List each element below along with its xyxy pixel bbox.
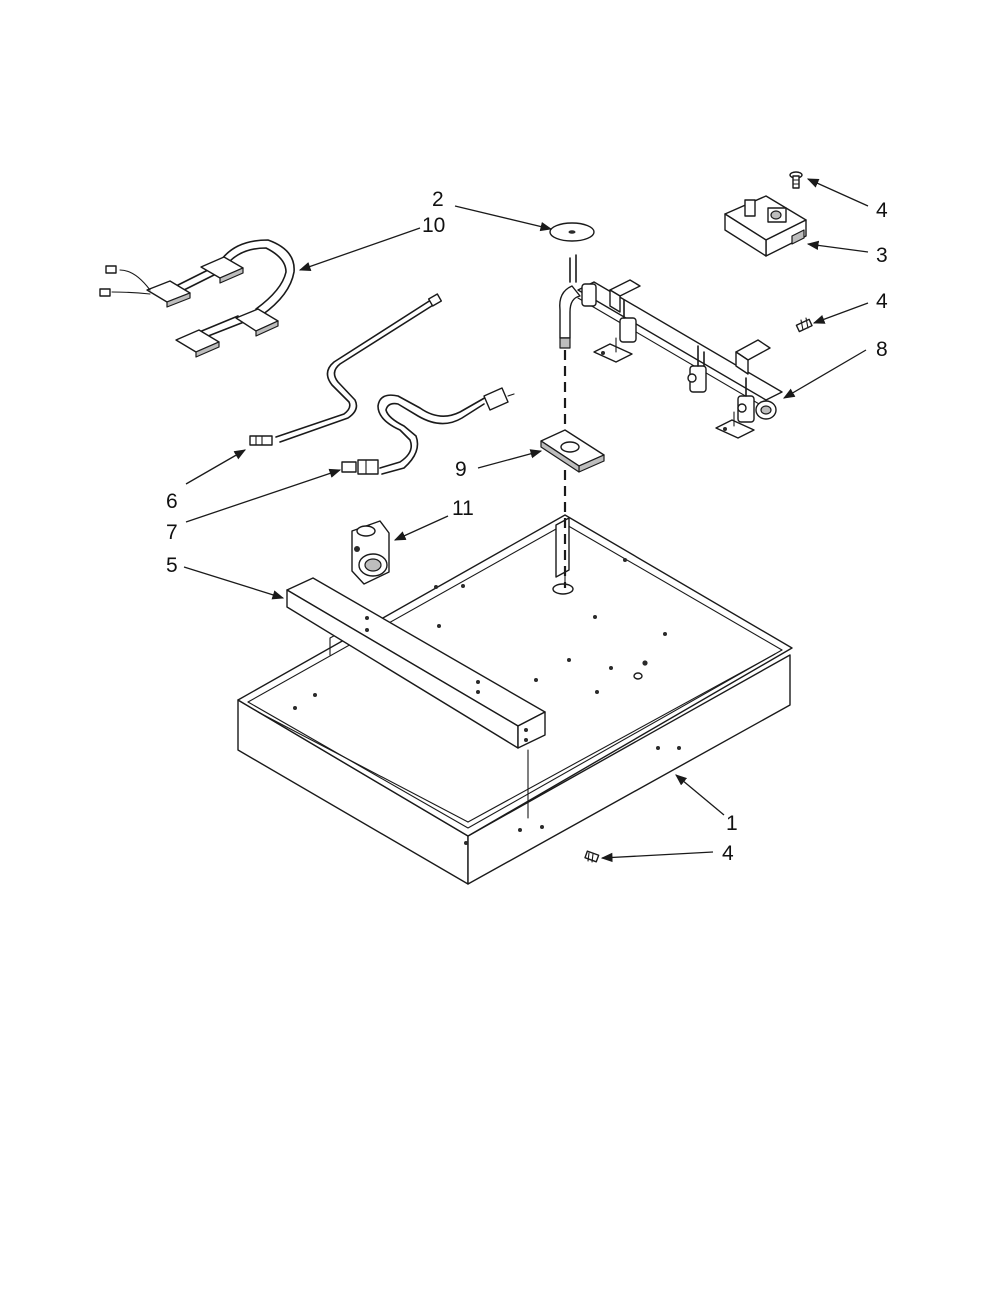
callout-9: 9 [455,458,467,481]
valve-manifold-part [559,254,783,439]
callout-6: 6 [166,490,178,513]
callout-11: 11 [452,497,474,520]
callout-2: 2 [432,188,444,211]
cross-brace-part [286,577,546,749]
callout-4-top: 4 [876,199,888,222]
washer-part [549,222,595,242]
callout-1: 1 [726,812,738,835]
callout-7: 7 [166,521,178,544]
spark-module-part [724,195,807,257]
callout-4-bottom: 4 [722,842,734,865]
gas-supply-tube-part [341,387,515,475]
screw-middle-part [795,317,813,333]
igniter-tube-part [249,293,443,446]
screw-top-part [789,171,803,189]
callout-10: 10 [422,214,445,237]
callout-8: 8 [876,338,888,361]
leader-lines [183,178,869,863]
callout-labels: 2 10 4 3 4 8 9 6 7 11 5 1 4 [166,188,888,865]
callout-5: 5 [166,554,178,577]
base-pan-part [237,514,793,885]
mount-plate-part [540,429,605,473]
callout-4-middle: 4 [876,290,888,313]
callout-3: 3 [876,244,888,267]
wire-harness-part [99,239,295,358]
pressure-regulator-part [351,520,390,585]
screw-bottom-part [584,850,600,863]
